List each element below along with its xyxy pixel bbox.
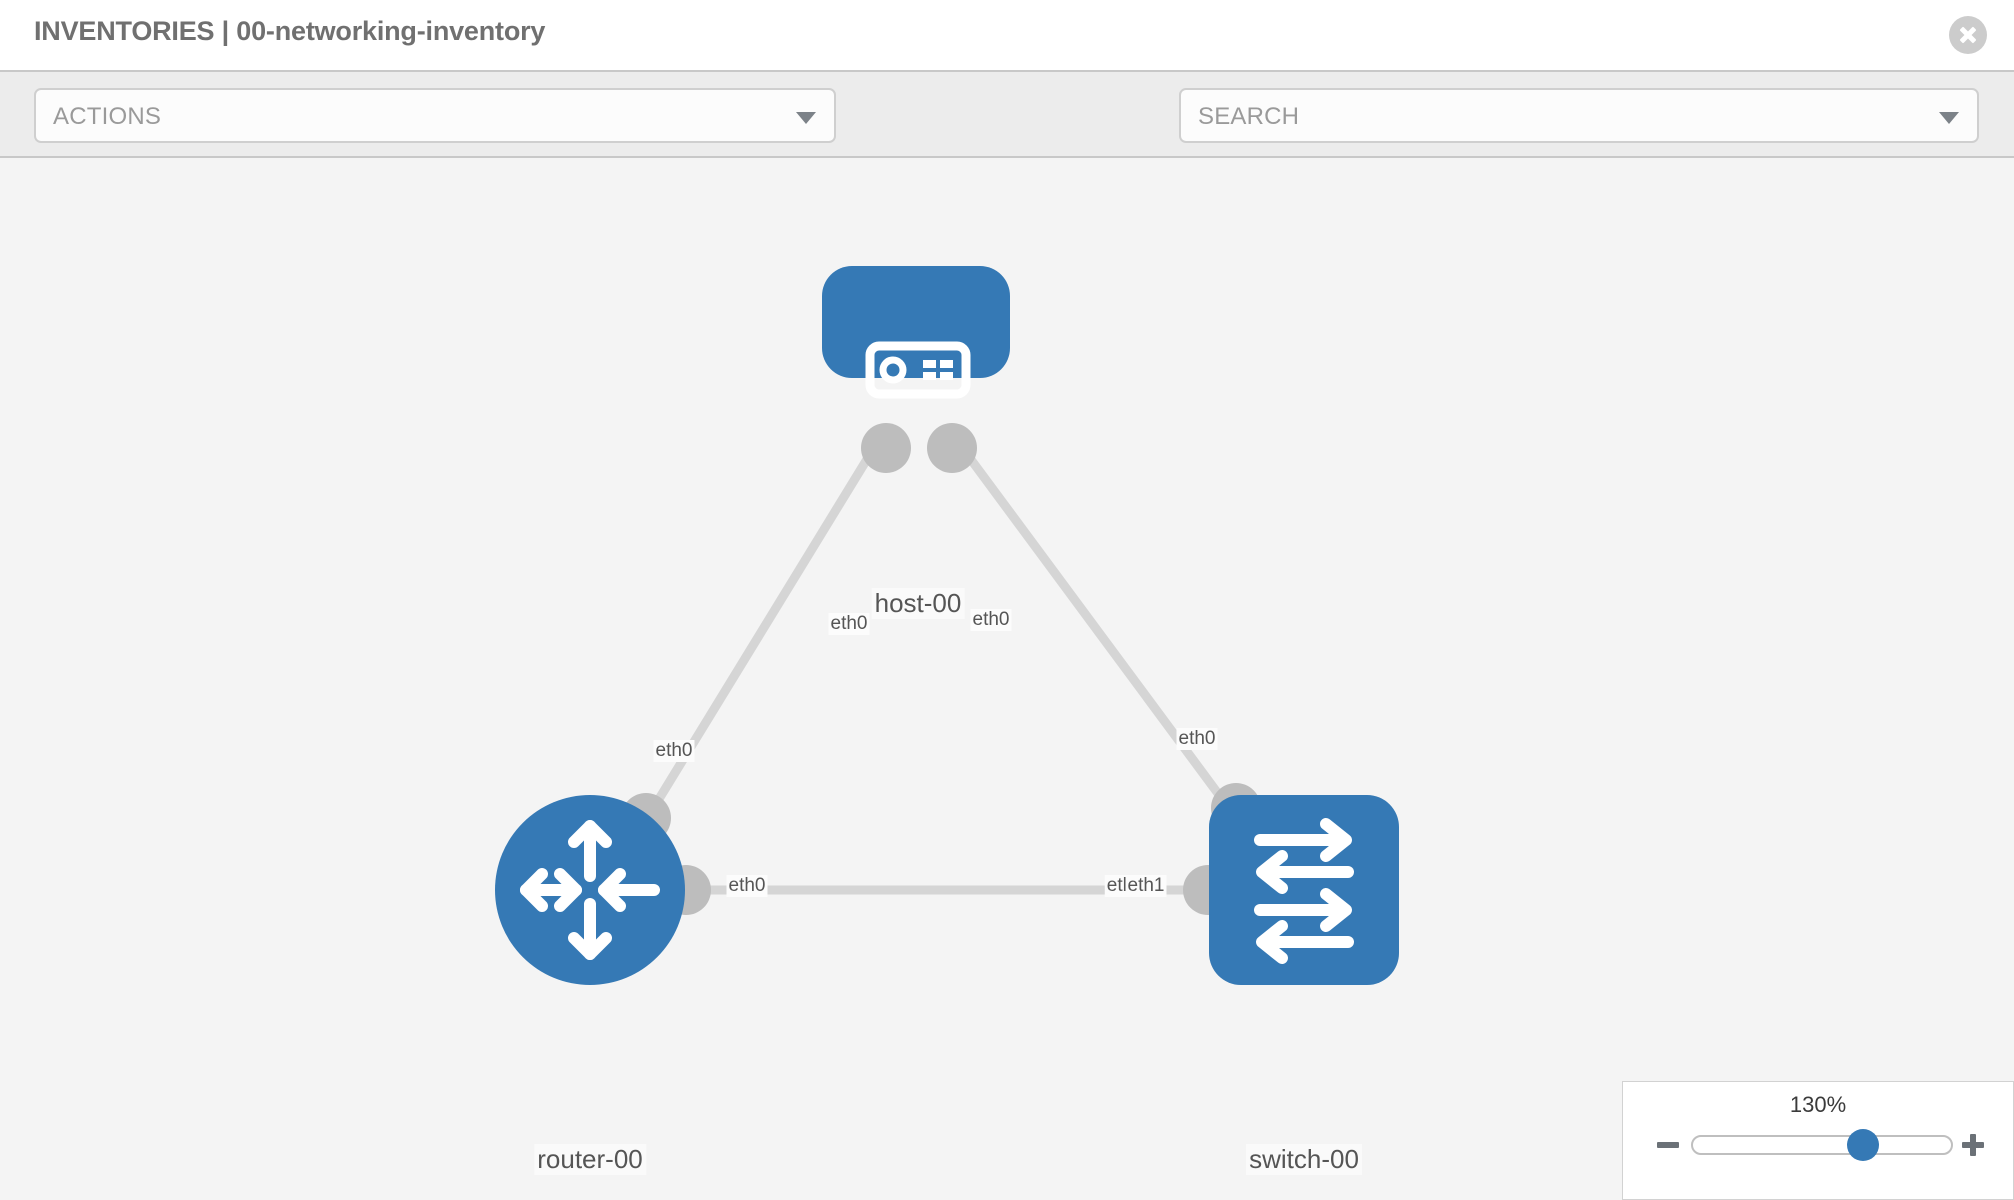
node-label-host-00[interactable]: host-00 [871,588,965,619]
search-chevron-down-icon[interactable] [1939,111,1959,124]
interface-label: eth0 [653,740,695,762]
interface-label: eth0 [970,609,1012,631]
zoom-level-value: 130% [1789,1092,1847,1117]
page-header: INVENTORIES | 00-networking-inventory [0,0,2014,70]
router-icon [520,820,660,960]
host-icon [865,341,971,399]
search-input[interactable]: SEARCH [1179,88,1979,143]
chevron-down-icon [796,111,816,124]
node-switch-00 [1209,795,1399,985]
zoom-control-panel: 130% [1622,1081,2014,1200]
interface-nub [861,423,911,473]
link-host-router [636,435,884,833]
page-title: INVENTORIES | 00-networking-inventory [34,16,546,46]
interface-label: eth1 [1125,875,1167,897]
node-host-00 [822,266,1010,399]
node-router-00 [495,795,685,985]
close-icon[interactable] [1949,16,1987,54]
zoom-out-button[interactable] [1653,1130,1683,1160]
switch-icon [1254,818,1354,964]
link-host-switch [951,435,1249,833]
zoom-in-button[interactable] [1958,1130,1988,1160]
search-placeholder: SEARCH [1198,103,1300,130]
actions-dropdown-label: ACTIONS [53,103,162,130]
zoom-slider-thumb[interactable] [1847,1129,1880,1161]
interface-label: eth0 [726,875,768,897]
node-label-switch-00[interactable]: switch-00 [1246,1144,1362,1175]
topology-canvas[interactable]: host-00 router-00 switch-00 eth0 eth0 et… [0,158,2014,1200]
zoom-slider[interactable] [1691,1129,1953,1161]
interface-label: eth0 [828,613,870,635]
interface-nub [927,423,977,473]
toolbar: ACTIONS SEARCH [0,70,2014,204]
node-label-router-00[interactable]: router-00 [534,1144,646,1175]
topology-graph [495,266,1399,985]
interface-label: eth0 [1176,728,1218,750]
actions-dropdown[interactable]: ACTIONS [34,88,836,143]
